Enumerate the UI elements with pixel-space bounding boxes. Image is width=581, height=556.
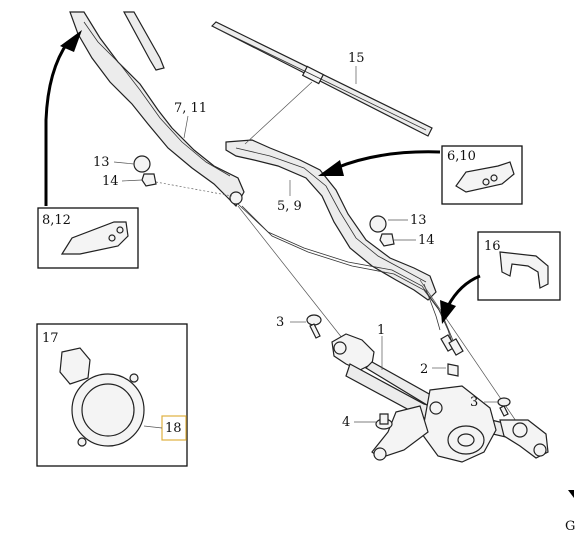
- callout-8-12: 8,12: [42, 213, 71, 228]
- callout-13-left: 13: [93, 155, 110, 170]
- washer-hoses: [237, 203, 464, 356]
- callout-14-right: 14: [418, 233, 435, 248]
- washer-4[interactable]: [375, 413, 393, 430]
- callout-18: 18: [165, 421, 182, 436]
- callout-6-10: 6,10: [447, 149, 476, 164]
- callout-16: 16: [484, 239, 501, 254]
- wiper-arm-right[interactable]: [225, 139, 441, 331]
- arrow-from-6-10: [318, 150, 441, 176]
- dash-line-14-left: [155, 181, 233, 197]
- lead-line-blade-arm: [244, 81, 313, 145]
- wiper-arm-left[interactable]: [69, 11, 245, 207]
- wiper-blade[interactable]: [210, 21, 433, 137]
- leader-18: [143, 425, 163, 429]
- detail-box-8-12[interactable]: [37, 207, 139, 269]
- callout-7-11: 7, 11: [174, 101, 207, 116]
- detail-box-16[interactable]: [477, 231, 561, 301]
- cap-13-left[interactable]: [133, 155, 151, 173]
- corner-triangle-icon: [568, 490, 574, 498]
- nut-14-right[interactable]: [379, 233, 395, 247]
- arrow-from-16: [440, 274, 481, 324]
- callout-3-upper: 3: [276, 315, 284, 330]
- callout-4: 4: [342, 415, 350, 430]
- cap-13-right[interactable]: [369, 215, 387, 233]
- callout-13-right: 13: [410, 213, 427, 228]
- leader-7-11: [183, 115, 189, 139]
- nut-14-left[interactable]: [141, 173, 157, 187]
- leader-14a: [121, 179, 143, 182]
- lead-line-arm-linkage: [237, 205, 351, 349]
- detail-box-17-rain-sensor[interactable]: [36, 323, 188, 467]
- callout-3-lower: 3: [470, 395, 478, 410]
- nut-2[interactable]: [447, 363, 459, 377]
- callout-2: 2: [420, 362, 428, 377]
- arrow-to-8-12: [44, 30, 82, 206]
- detail-box-6-10[interactable]: [441, 145, 523, 205]
- callout-1: 1: [377, 323, 385, 338]
- callout-5-9: 5, 9: [277, 199, 302, 214]
- bolt-3-upper[interactable]: [306, 314, 322, 339]
- wiper-linkage-assembly[interactable]: [331, 333, 549, 463]
- callout-14-left: 14: [102, 174, 119, 189]
- callout-17: 17: [42, 331, 59, 346]
- callout-15: 15: [348, 51, 365, 66]
- leader-13a: [113, 161, 135, 165]
- bolt-3-lower[interactable]: [497, 397, 511, 417]
- corner-mark: G: [565, 519, 575, 534]
- blade-end-fragment: [122, 11, 165, 71]
